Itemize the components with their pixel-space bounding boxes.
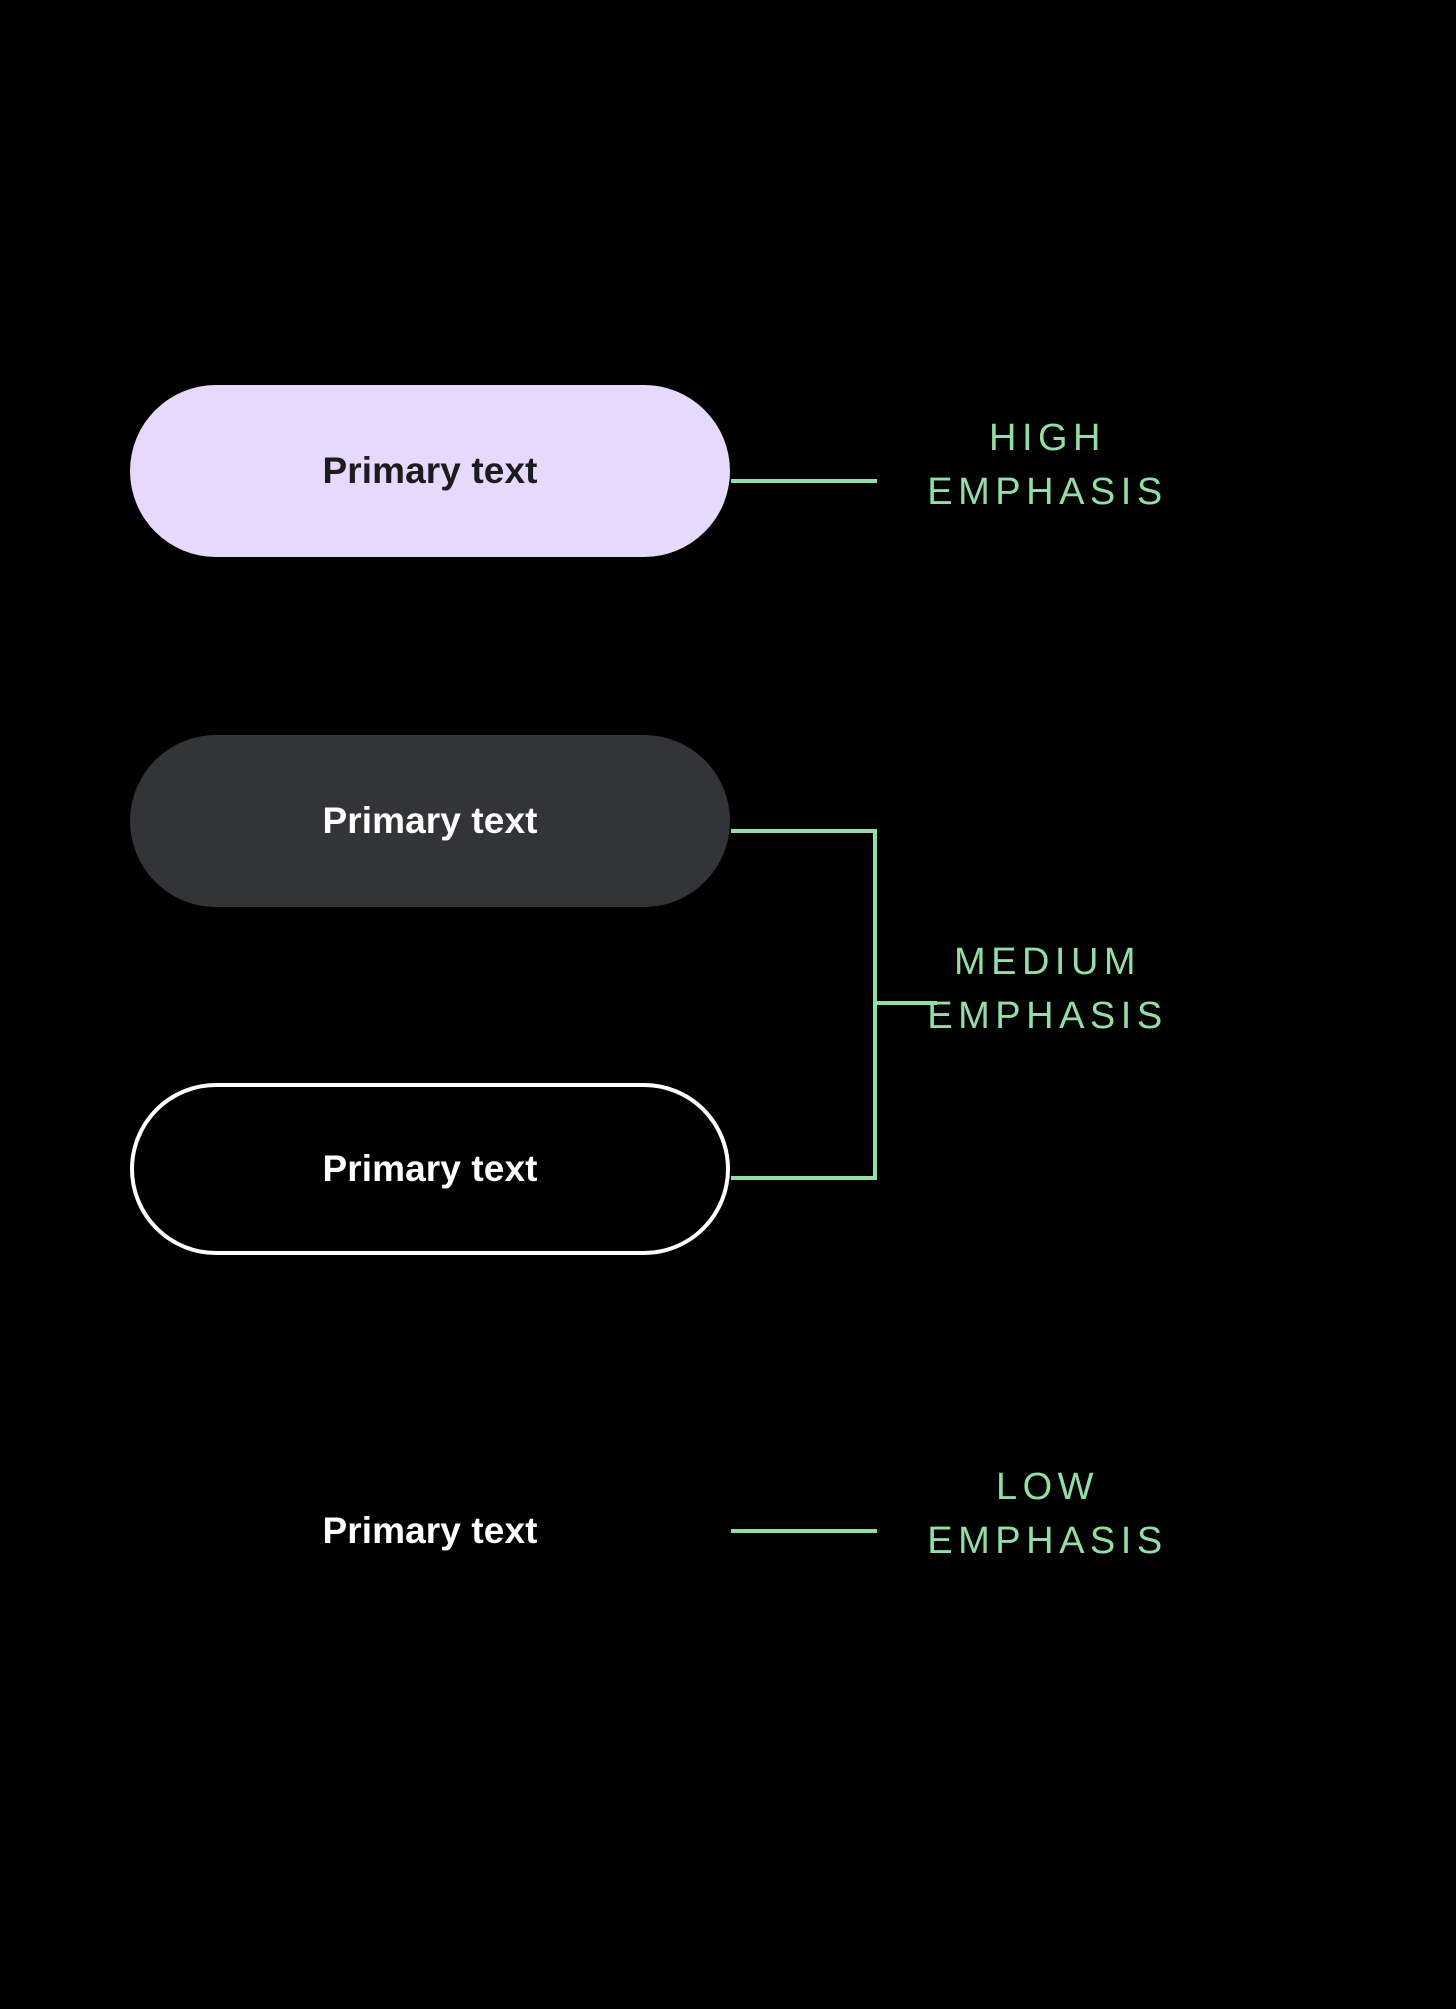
- label-medium-emphasis: MEDIUM EMPHASIS: [927, 941, 1168, 1037]
- connector-line-high: [731, 479, 877, 483]
- button-low-emphasis-text[interactable]: Primary text: [130, 1445, 730, 1617]
- button-label: Primary text: [322, 1148, 538, 1189]
- button-medium-emphasis-outlined[interactable]: Primary text: [130, 1083, 730, 1255]
- connector-bracket-stub: [873, 1001, 937, 1005]
- connector-bracket-bottom: [731, 1176, 877, 1180]
- button-medium-emphasis-tonal[interactable]: Primary text: [130, 735, 730, 907]
- label-high-emphasis: HIGH EMPHASIS: [927, 417, 1168, 513]
- button-label: Primary text: [322, 450, 538, 491]
- button-label: Primary text: [322, 800, 538, 841]
- connector-line-low: [731, 1529, 877, 1533]
- button-high-emphasis-filled[interactable]: Primary text: [130, 385, 730, 557]
- label-low-emphasis: LOW EMPHASIS: [927, 1466, 1168, 1562]
- connector-bracket-top: [731, 829, 877, 833]
- button-label: Primary text: [322, 1510, 538, 1551]
